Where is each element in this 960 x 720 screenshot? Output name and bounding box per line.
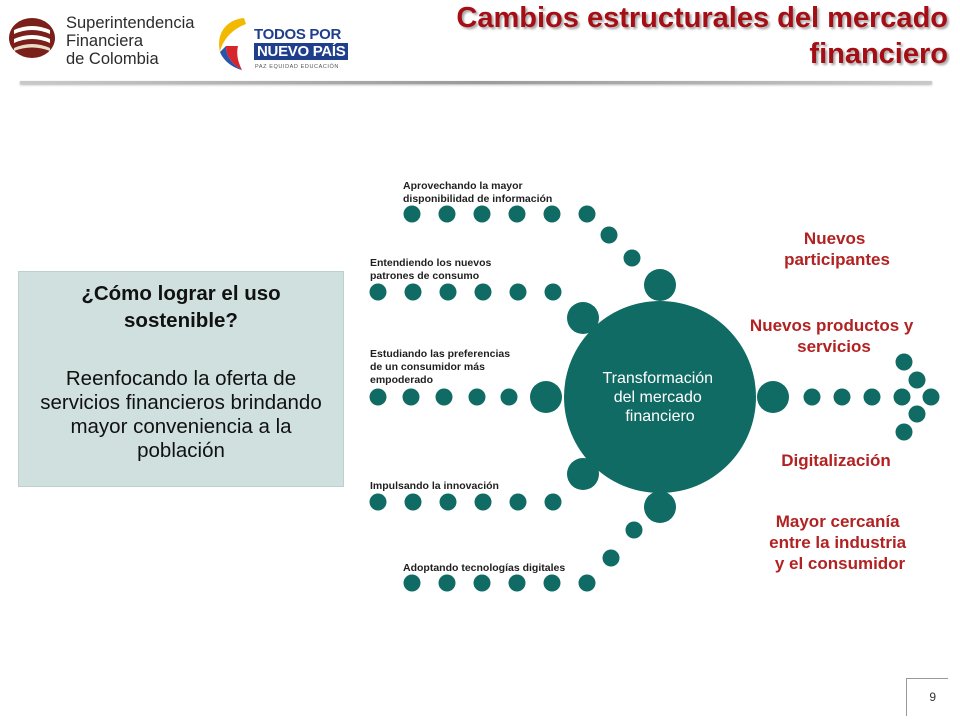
path-dot xyxy=(578,574,596,592)
outcome-label-3: Digitalización xyxy=(781,451,891,470)
path-dot xyxy=(474,493,492,511)
outcome-label-2: Nuevos productos y servicios xyxy=(750,316,918,356)
question-answer: Reenfocando la oferta de servicios finan… xyxy=(40,367,322,462)
page-title-line: Cambios estructurales del mercado xyxy=(456,2,948,34)
input-label-2: Entendiendo los nuevos patrones de consu… xyxy=(370,257,494,282)
path-dot xyxy=(567,458,599,490)
path-dot xyxy=(544,283,562,301)
path-dot xyxy=(530,381,562,413)
path-dot xyxy=(544,493,562,511)
sfc-logo-line: de Colombia xyxy=(66,50,159,68)
arrowhead-dot xyxy=(895,423,913,441)
gobierno-emblem-icon xyxy=(219,18,246,70)
path-dot xyxy=(644,491,676,523)
path-dot xyxy=(508,205,526,223)
arrowhead-dot xyxy=(895,353,913,371)
sfc-logo-line: Financiera xyxy=(66,32,144,50)
path-dot xyxy=(602,549,620,567)
path-dot xyxy=(369,493,387,511)
path-dot xyxy=(435,388,453,406)
path-dot xyxy=(644,269,676,301)
path-dot xyxy=(863,388,881,406)
path-dot xyxy=(500,388,518,406)
path-dot xyxy=(543,205,561,223)
path-dot xyxy=(438,574,456,592)
path-dot xyxy=(833,388,851,406)
page-title-line: financiero xyxy=(809,38,948,70)
sfc-logo-line: Superintendencia xyxy=(66,14,195,32)
page-title: Cambios estructurales del mercado financ… xyxy=(388,0,948,72)
input-label-4: Impulsando la innovación xyxy=(370,480,499,492)
path-dot xyxy=(369,388,387,406)
path-dot xyxy=(625,521,643,539)
path-dot xyxy=(439,283,457,301)
input-label-3: Estudiando las preferencias de un consum… xyxy=(370,348,513,386)
outcome-label-4: Mayor cercanía entre la industria y el c… xyxy=(769,512,911,573)
path-dot xyxy=(403,205,421,223)
sfc-emblem-icon xyxy=(9,18,55,58)
path-dot xyxy=(473,205,491,223)
path-dot xyxy=(508,574,526,592)
question-box: ¿Cómo lograr el uso sostenible? Reenfoca… xyxy=(18,271,344,487)
path-dot xyxy=(438,205,456,223)
gobierno-logo: TODOS POR UN NUEVO PAÍS PAZ EQUIDAD EDUC… xyxy=(212,12,352,72)
sfc-logo-text: Superintendencia Financiera de Colombia xyxy=(66,14,196,68)
path-dot xyxy=(403,574,421,592)
input-label-5: Adoptando tecnologías digitales xyxy=(403,562,565,574)
path-dot xyxy=(404,283,422,301)
path-dot xyxy=(578,205,596,223)
path-dot xyxy=(509,283,527,301)
path-dot xyxy=(600,226,618,244)
center-label: Transformación del mercado financiero xyxy=(602,370,717,425)
header-divider xyxy=(20,81,932,84)
path-dot xyxy=(473,574,491,592)
path-dot xyxy=(404,493,422,511)
path-dot xyxy=(468,388,486,406)
question-title: ¿Cómo lograr el uso sostenible? xyxy=(81,282,281,332)
path-dot xyxy=(757,381,789,413)
path-dot xyxy=(623,249,641,267)
path-dot xyxy=(893,388,911,406)
page-number: 9 xyxy=(929,690,936,704)
arrowhead-dot xyxy=(908,405,926,423)
path-dot xyxy=(922,388,940,406)
path-dot xyxy=(439,493,457,511)
path-dot xyxy=(369,283,387,301)
path-dot xyxy=(543,574,561,592)
center-circle xyxy=(564,301,756,493)
page-number-box: 9 xyxy=(906,678,948,716)
arrowhead-dot xyxy=(908,371,926,389)
path-dot xyxy=(509,493,527,511)
path-dot xyxy=(474,283,492,301)
sfc-logo: Superintendencia Financiera de Colombia xyxy=(8,12,194,70)
path-dot xyxy=(567,302,599,334)
outcome-label-1: Nuevos participantes xyxy=(784,229,890,269)
path-dot xyxy=(402,388,420,406)
input-label-1: Aprovechando la mayor disponibilidad de … xyxy=(403,180,552,205)
gobierno-logo-tagline: PAZ EQUIDAD EDUCACIÓN xyxy=(255,64,340,70)
path-dot xyxy=(803,388,821,406)
gobierno-logo-line2: NUEVO PAÍS xyxy=(254,43,349,60)
